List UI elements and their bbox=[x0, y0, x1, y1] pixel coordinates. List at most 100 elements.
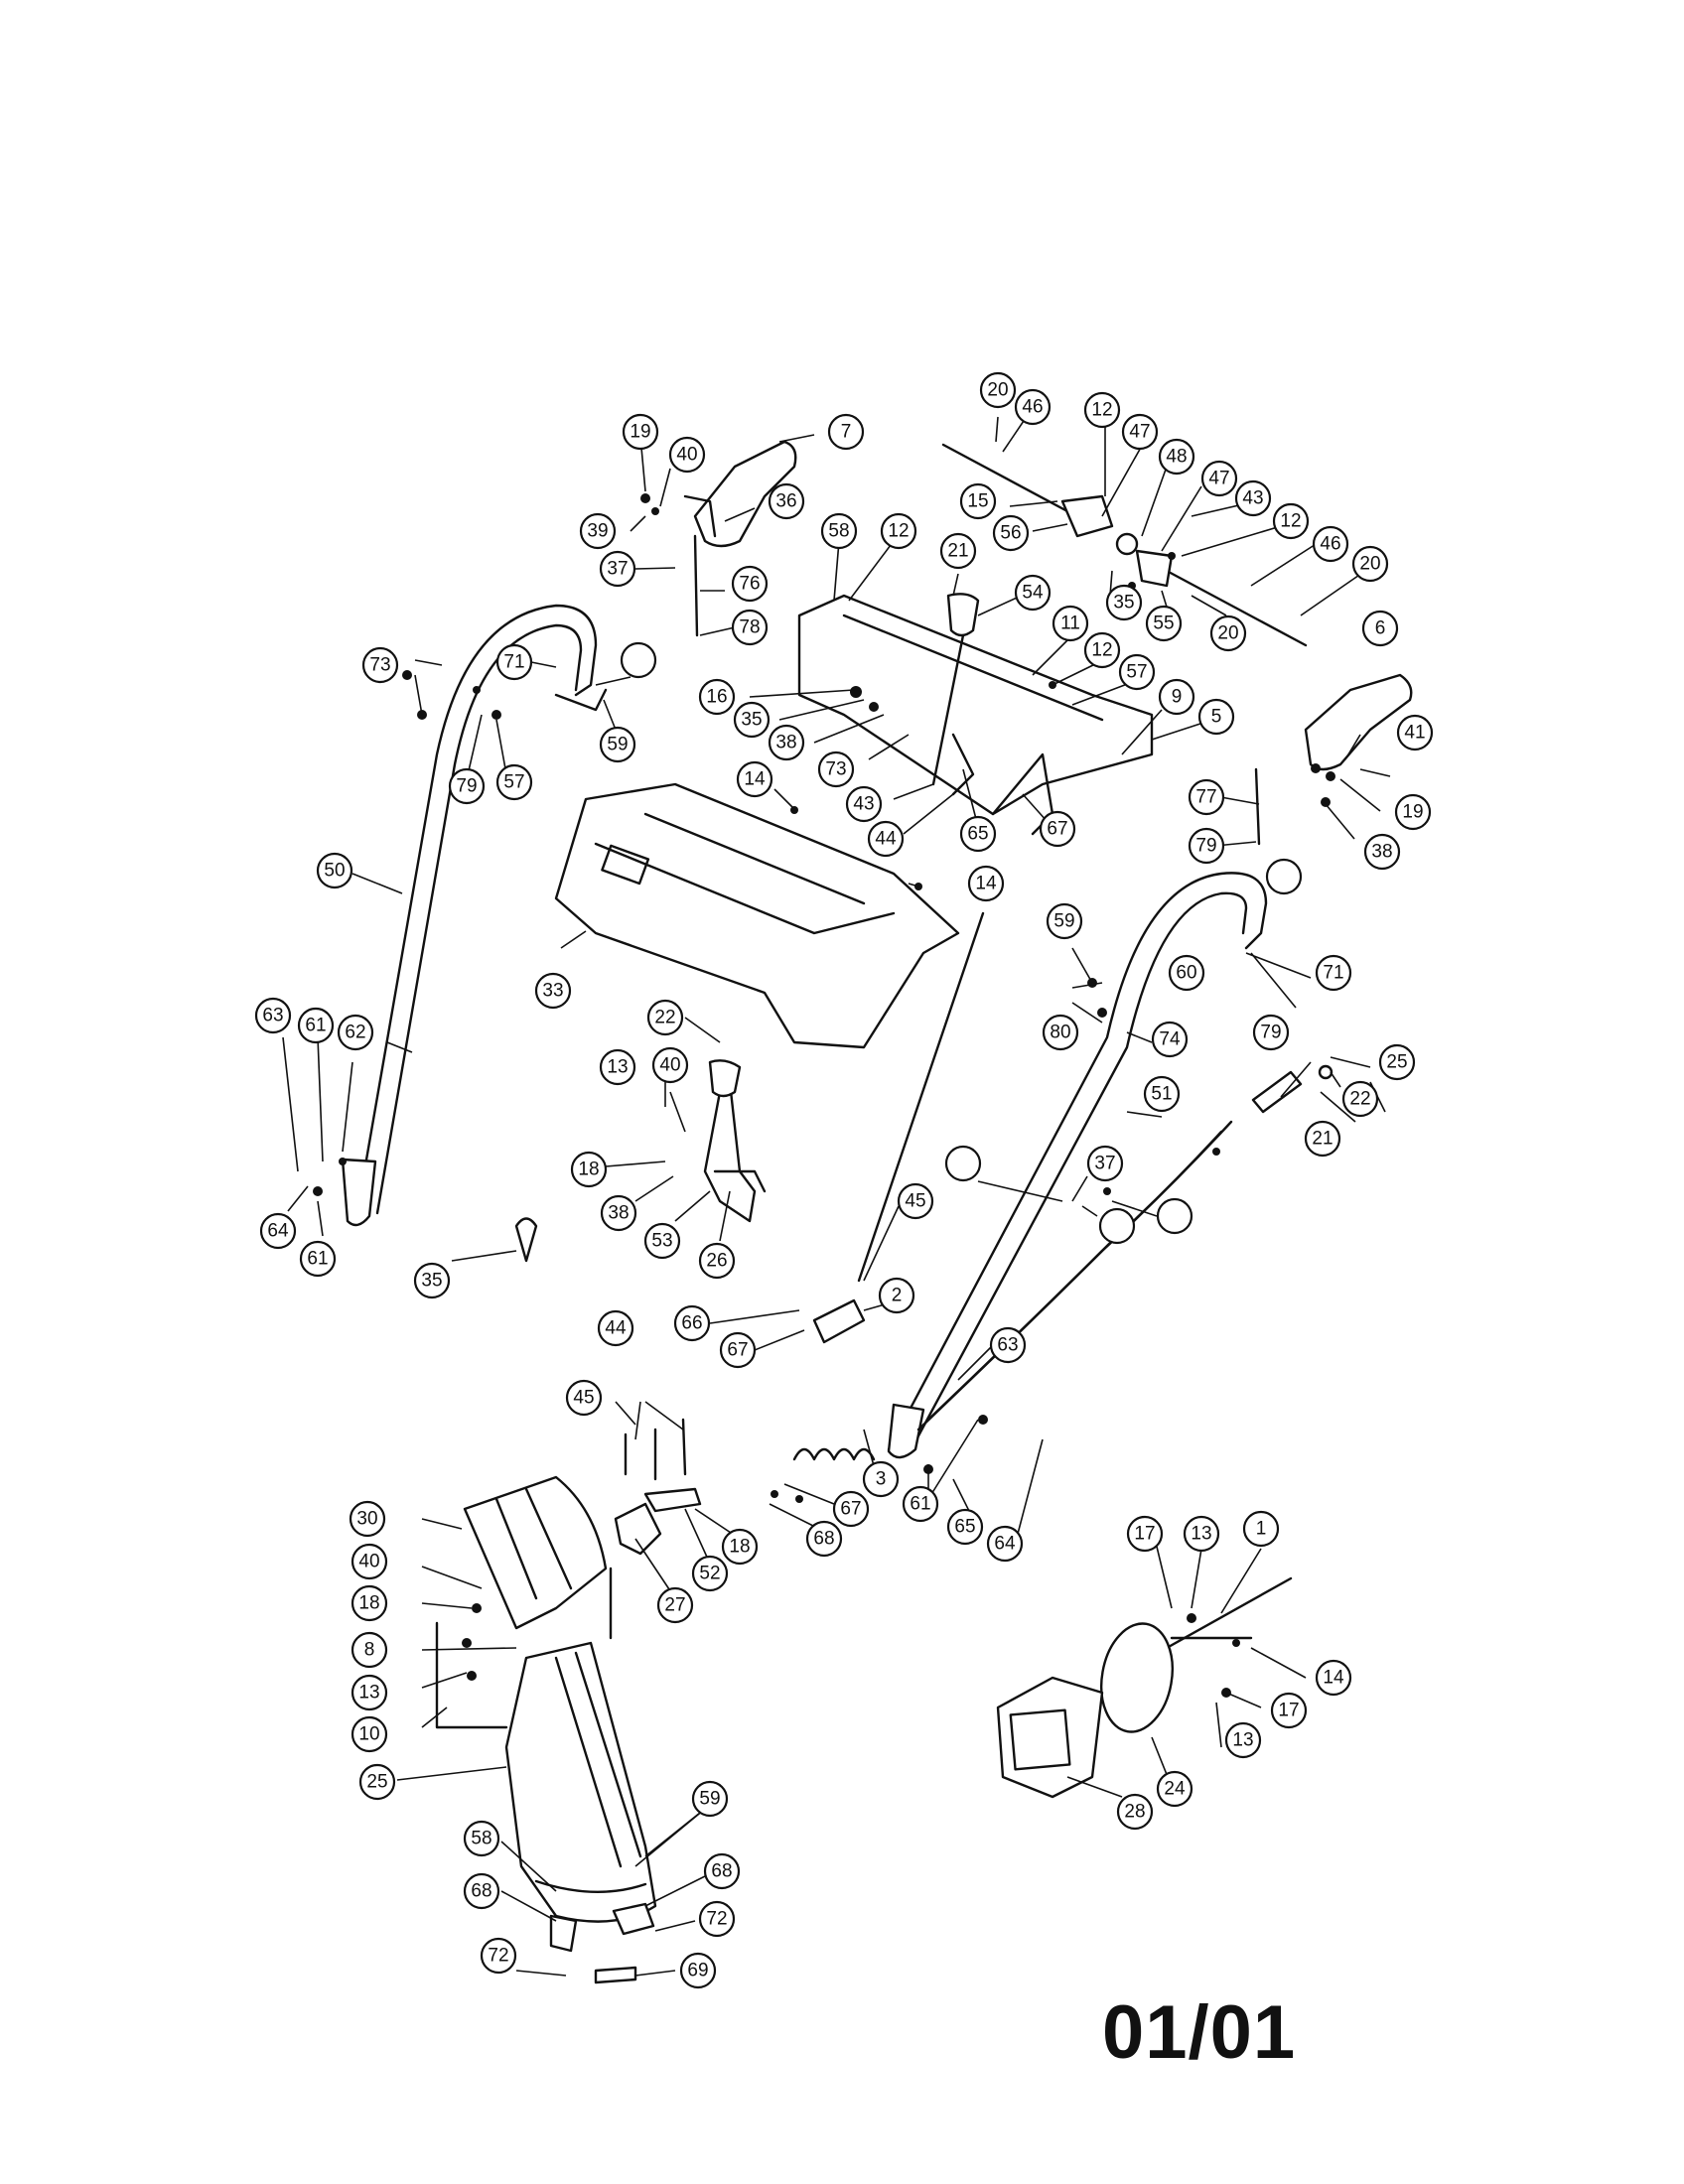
svg-text:56: 56 bbox=[1000, 523, 1021, 544]
svg-text:69: 69 bbox=[687, 1961, 708, 1981]
callout-33: 35 bbox=[413, 1262, 451, 1299]
callout-73: 78 bbox=[731, 609, 769, 646]
callout-18-c: 18 bbox=[351, 1584, 388, 1622]
callout-68-right: 68 bbox=[703, 1852, 741, 1890]
callout-71-left: 73 bbox=[361, 646, 399, 684]
svg-text:25: 25 bbox=[366, 1772, 387, 1793]
callout-17-b: 17 bbox=[1270, 1692, 1308, 1729]
svg-text:71: 71 bbox=[1323, 963, 1343, 984]
callout-28: 28 bbox=[1116, 1793, 1154, 1831]
svg-text:46: 46 bbox=[1320, 534, 1340, 555]
svg-text:67: 67 bbox=[840, 1499, 861, 1520]
callout-38-mid: 38 bbox=[600, 1194, 637, 1232]
callout-66: 67 bbox=[832, 1490, 870, 1528]
callout-20c: 20 bbox=[1209, 614, 1247, 652]
svg-text:26: 26 bbox=[706, 1251, 727, 1272]
callout-13-mid: 13 bbox=[599, 1048, 636, 1086]
callout-48: 48 bbox=[1158, 438, 1195, 476]
light-rod bbox=[1165, 1576, 1293, 1650]
callout-67-mid: 67 bbox=[719, 1331, 757, 1369]
callout-58-right: 59 bbox=[1046, 902, 1083, 940]
svg-text:47: 47 bbox=[1129, 422, 1150, 443]
svg-text:21: 21 bbox=[1312, 1129, 1333, 1150]
callout-20-top: 20 bbox=[979, 371, 1017, 409]
callout-49: 50 bbox=[316, 852, 353, 889]
svg-text:60: 60 bbox=[1176, 963, 1196, 984]
svg-text:68: 68 bbox=[711, 1861, 732, 1882]
svg-text:73: 73 bbox=[369, 655, 390, 676]
callout-72b: 77 bbox=[1188, 778, 1225, 816]
callout-14-light: 14 bbox=[1315, 1659, 1352, 1697]
callout-59-left: 58 bbox=[463, 1820, 500, 1857]
svg-text:3: 3 bbox=[876, 1469, 887, 1490]
svg-text:18: 18 bbox=[578, 1160, 599, 1180]
callout-13-light-b: 13 bbox=[1224, 1721, 1262, 1759]
callout-61-right: 61 bbox=[902, 1485, 939, 1523]
callout-47b: 47 bbox=[1200, 460, 1238, 497]
callout-47a: 47 bbox=[1121, 413, 1159, 451]
svg-text:50: 50 bbox=[324, 861, 345, 882]
callout-64-left: 64 bbox=[259, 1212, 297, 1250]
shift-knob-upper bbox=[946, 593, 980, 637]
callout-44-top: 44 bbox=[867, 820, 905, 858]
svg-text:14: 14 bbox=[1323, 1668, 1344, 1689]
upper-rod-left bbox=[941, 443, 1069, 513]
callout-13-low: 13 bbox=[351, 1674, 388, 1711]
svg-text:72: 72 bbox=[706, 1909, 727, 1930]
callout-27-low: 27 bbox=[656, 1586, 694, 1624]
leader-lines bbox=[282, 414, 1391, 1977]
svg-text:36: 36 bbox=[775, 491, 796, 512]
svg-text:72: 72 bbox=[488, 1946, 508, 1967]
headlight-housing bbox=[996, 1676, 1104, 1799]
svg-text:21: 21 bbox=[947, 541, 968, 562]
callout-63-left: 63 bbox=[254, 997, 292, 1034]
svg-text:38: 38 bbox=[1371, 842, 1392, 863]
callout-56: 57 bbox=[1118, 653, 1156, 691]
callout-39: 40 bbox=[651, 1046, 689, 1084]
svg-text:13: 13 bbox=[358, 1683, 379, 1704]
svg-text:76: 76 bbox=[739, 574, 760, 595]
svg-text:57: 57 bbox=[1126, 662, 1147, 683]
svg-text:68: 68 bbox=[813, 1529, 834, 1550]
svg-text:61: 61 bbox=[305, 1016, 326, 1036]
callout-64-right: 65 bbox=[946, 1508, 984, 1546]
callout-12b: 12 bbox=[1272, 502, 1310, 540]
callout-67-top: 67 bbox=[1039, 810, 1076, 848]
svg-text:5: 5 bbox=[1211, 707, 1222, 728]
callout-35b: 38 bbox=[1363, 833, 1401, 871]
svg-text:18: 18 bbox=[358, 1593, 379, 1614]
svg-text:12: 12 bbox=[1280, 511, 1301, 532]
svg-text:79: 79 bbox=[456, 776, 477, 797]
svg-text:28: 28 bbox=[1124, 1802, 1145, 1823]
svg-text:44: 44 bbox=[875, 829, 897, 850]
svg-text:9: 9 bbox=[1172, 687, 1183, 708]
callout-36: 38 bbox=[768, 724, 805, 761]
callout-46b: 46 bbox=[1312, 525, 1349, 563]
svg-text:35: 35 bbox=[741, 710, 762, 731]
callout-31: 35 bbox=[1105, 584, 1143, 621]
svg-text:13: 13 bbox=[1232, 1730, 1253, 1751]
headlight-lens bbox=[1100, 1622, 1174, 1733]
svg-text:15: 15 bbox=[967, 491, 988, 512]
callouts: 7 19 40 36 39 37 76 78 20 46 12 47 48 47… bbox=[254, 371, 1434, 1989]
svg-text:2: 2 bbox=[892, 1286, 903, 1306]
svg-text:14: 14 bbox=[744, 769, 766, 790]
callout-67-low: 68 bbox=[805, 1520, 843, 1558]
callout-12-top: 12 bbox=[1083, 391, 1121, 429]
callout-12c: 12 bbox=[880, 512, 917, 550]
callout-37: 39 bbox=[579, 512, 617, 550]
svg-text:59: 59 bbox=[1053, 911, 1074, 932]
callout-24: 24 bbox=[1156, 1770, 1193, 1808]
svg-text:12: 12 bbox=[888, 521, 909, 542]
svg-text:74: 74 bbox=[1159, 1029, 1181, 1050]
svg-text:16: 16 bbox=[706, 687, 727, 708]
callout-7: 7 bbox=[827, 413, 865, 451]
svg-text:19: 19 bbox=[630, 422, 650, 443]
svg-text:64: 64 bbox=[267, 1221, 289, 1242]
callout-45: 45 bbox=[897, 1182, 934, 1220]
svg-text:58: 58 bbox=[471, 1829, 491, 1849]
callout-69-low-right: 72 bbox=[698, 1900, 736, 1938]
callout-62-right: 63 bbox=[989, 1326, 1027, 1364]
svg-text:79: 79 bbox=[1260, 1023, 1281, 1043]
svg-text:24: 24 bbox=[1164, 1779, 1186, 1800]
